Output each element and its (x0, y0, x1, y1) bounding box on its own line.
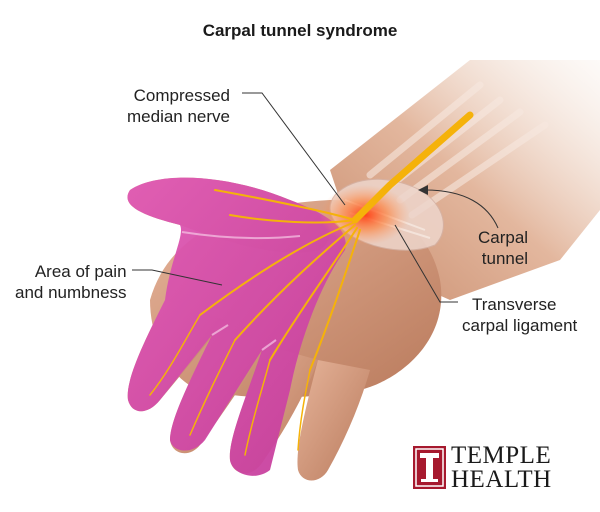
median-nerve (149, 111, 474, 456)
inflammation-glow (320, 185, 410, 245)
page-title: Carpal tunnel syndrome (202, 21, 398, 40)
numb-area (127, 177, 346, 476)
logo-text: TEMPLE HEALTH (451, 442, 552, 493)
leader-pain-area (132, 269, 223, 286)
leader-lines (132, 92, 458, 303)
label-transverse-ligament: Transverse carpal ligament (462, 295, 578, 335)
leader-ligament (394, 224, 458, 303)
temple-logo-mark (413, 446, 446, 489)
label-carpal-tunnel: Carpal tunnel (478, 228, 529, 268)
leader-compressed-nerve (242, 92, 346, 206)
finger-creases (181, 231, 301, 351)
label-pain-area: Area of pain and numbness (15, 262, 127, 302)
arrow-carpal-tunnel (424, 189, 499, 229)
forearm-tendons (366, 81, 549, 219)
arrowhead (418, 185, 428, 195)
label-compressed-nerve: Compressed median nerve (127, 86, 231, 126)
